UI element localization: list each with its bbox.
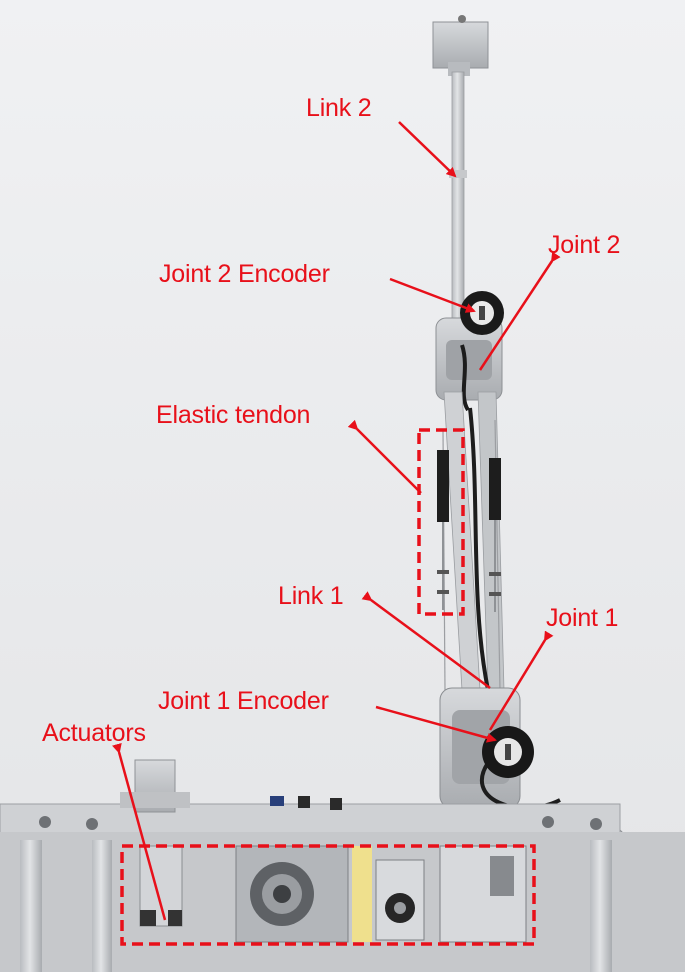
joint-1-arrow xyxy=(488,630,554,731)
label-link-1: Link 1 xyxy=(278,582,344,610)
label-joint-2: Joint 2 xyxy=(548,231,621,259)
label-link-2: Link 2 xyxy=(306,94,372,122)
link-2-arrow xyxy=(398,121,457,178)
actuators-arrow xyxy=(112,742,167,921)
elastic-tendon-highlight-box xyxy=(417,428,465,616)
actuator-bracket xyxy=(120,759,190,813)
label-joint-1-encoder: Joint 1 Encoder xyxy=(158,687,329,715)
joint-2-arrow xyxy=(478,251,561,371)
joint-2-encoder-arrow xyxy=(389,277,476,313)
label-joint-1: Joint 1 xyxy=(546,604,619,632)
top-mount-plate xyxy=(432,15,489,76)
joint-1-encoder-arrow xyxy=(375,705,497,743)
elastic-tendon-arrow xyxy=(347,419,422,494)
actuators-group xyxy=(139,845,527,943)
elastic-tendon-springs xyxy=(437,450,501,612)
joint-1-encoder xyxy=(482,726,534,778)
joint-2-encoder xyxy=(460,291,504,335)
link-2-rod xyxy=(449,71,467,333)
link-1-arrow xyxy=(361,591,491,690)
actuators-highlight-box xyxy=(120,844,536,946)
label-joint-2-encoder: Joint 2 Encoder xyxy=(159,260,330,288)
label-elastic-tendon: Elastic tendon xyxy=(156,401,311,429)
label-actuators: Actuators xyxy=(42,719,146,747)
